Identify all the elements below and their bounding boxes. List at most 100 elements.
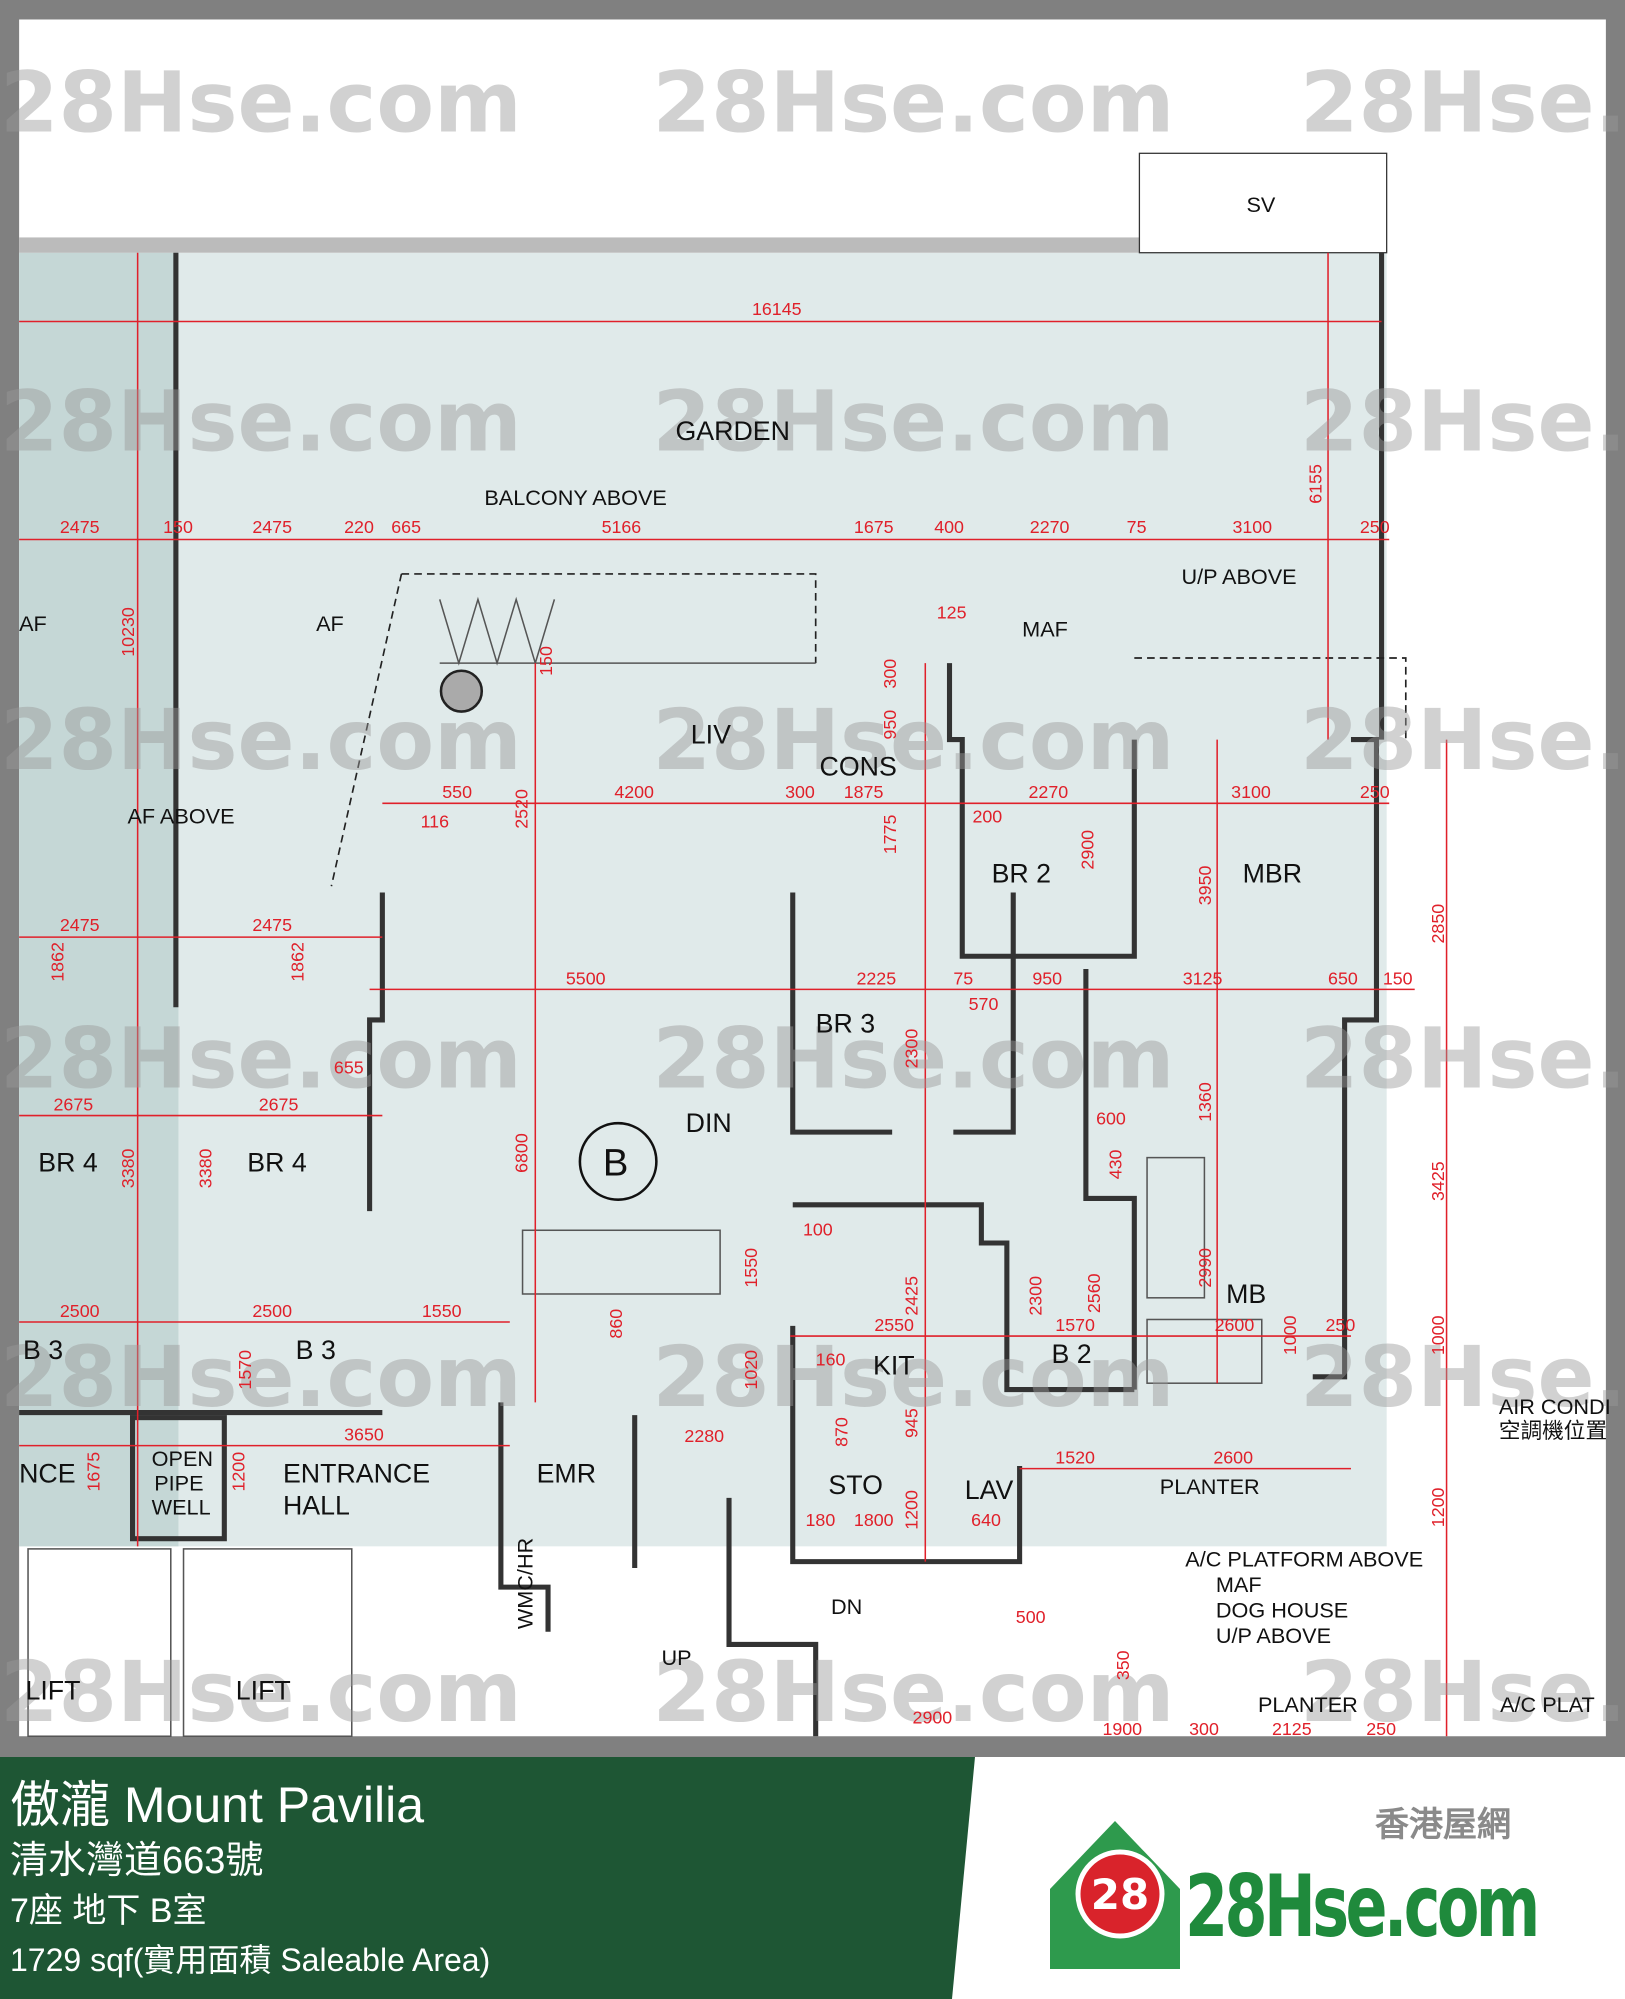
floor-plan: 28Hse.com 28Hse.com 28Hse.com 28Hse.com … — [0, 19, 1625, 1741]
label-air-cond-zh: 空調機位置 — [1499, 1418, 1607, 1443]
label-lift: LIFT — [25, 1675, 80, 1705]
dimension-label: 250 — [1360, 517, 1390, 537]
label-dn: DN — [831, 1594, 862, 1619]
dimension-label: 3425 — [1428, 1161, 1448, 1201]
dimension-label: 400 — [934, 517, 964, 537]
label-af: AF — [19, 611, 47, 636]
label-sv: SV — [1246, 192, 1275, 217]
dimension-label: 2900 — [1078, 830, 1098, 870]
label-entrance-hall: ENTRANCE — [283, 1459, 430, 1489]
watermarks: 28Hse.com 28Hse.com 28Hse.com 28Hse.com … — [0, 54, 1625, 1741]
plan-label: WELL — [152, 1494, 211, 1519]
dimension-label: 2125 — [1272, 1719, 1312, 1739]
label-ac-plat: A/C PLAT — [1500, 1692, 1595, 1717]
listing-banner: 傲瀧 Mount Pavilia 清水灣道663號 7座 地下 B室 1729 … — [0, 1757, 1625, 1999]
dimension-label: 1775 — [880, 815, 900, 855]
dimension-label: 2500 — [60, 1301, 100, 1321]
dimension-label: 570 — [969, 994, 999, 1014]
dimension-label: 10230 — [118, 607, 138, 657]
dimension-label: 125 — [937, 603, 967, 623]
28hse-logo[interactable]: 香港屋網 28 28Hse.com — [1040, 1797, 1540, 1977]
label-lift: LIFT — [236, 1675, 291, 1705]
plan-label: PIPE — [154, 1470, 203, 1495]
watermark-text: 28Hse.com — [653, 1643, 1175, 1741]
label-up-above: U/P ABOVE — [1181, 564, 1296, 589]
dimension-label: 5166 — [602, 517, 642, 537]
dimension-label: 1520 — [1055, 1448, 1095, 1468]
dimension-label: 2520 — [512, 789, 532, 829]
label-mb: MB — [1226, 1279, 1266, 1309]
dimension-label: 1675 — [854, 517, 894, 537]
dimension-label: 2600 — [1215, 1315, 1255, 1335]
dimension-label: 3100 — [1231, 782, 1271, 802]
label-planter: PLANTER — [1160, 1474, 1260, 1499]
dimension-label: 1550 — [741, 1248, 761, 1288]
watermark-text: 28Hse.com — [0, 1010, 522, 1108]
label-entrance-partial: NCE — [19, 1459, 75, 1489]
dimension-label: 2270 — [1029, 782, 1069, 802]
dimension-label: 250 — [1325, 1315, 1355, 1335]
dimension-label: 150 — [1383, 968, 1413, 988]
dimension-label: 2270 — [1030, 517, 1070, 537]
dimension-label: 150 — [163, 517, 193, 537]
dimension-label: 600 — [1096, 1108, 1126, 1128]
dimension-label: 250 — [1366, 1719, 1396, 1739]
watermark-text: 28Hse.com — [1300, 1328, 1625, 1426]
dimension-label: 1020 — [741, 1350, 761, 1390]
unit-marker — [578, 1121, 658, 1201]
label-lav: LAV — [965, 1475, 1014, 1505]
sv-box — [1138, 152, 1388, 254]
property-address: 清水灣道663號 — [10, 1840, 264, 1882]
dimension-label: 3100 — [1232, 517, 1272, 537]
dimension-label: 200 — [972, 806, 1002, 826]
watermark-text: 28Hse.com — [1300, 1010, 1625, 1108]
dimension-label: 950 — [880, 710, 900, 740]
label-b3: B 3 — [23, 1335, 63, 1365]
label-b3: B 3 — [296, 1335, 336, 1365]
watermark-text: 28Hse.com — [653, 1328, 1175, 1426]
label-unit: B — [603, 1141, 629, 1184]
dimension-labels: 16145 2475 150 2475 220 665 5166 1675 40… — [48, 299, 1448, 1739]
dimension-label: 870 — [832, 1417, 852, 1447]
dimension-label: 180 — [805, 1510, 835, 1530]
watermark-text: 28Hse.com — [1300, 691, 1625, 789]
dimension-label: 2475 — [60, 517, 100, 537]
dimension-label: 1675 — [83, 1452, 103, 1492]
watermark-text: 28Hse.com — [653, 54, 1175, 152]
dimension-label: 150 — [536, 646, 556, 676]
dimension-label: 860 — [606, 1309, 626, 1339]
dimension-label: 300 — [880, 659, 900, 689]
dimension-label: 4200 — [614, 782, 654, 802]
plan-label: 28 — [1091, 1870, 1149, 1919]
label-br4: BR 4 — [38, 1148, 98, 1178]
dimension-label: 3650 — [344, 1425, 384, 1445]
dimension-label: 945 — [902, 1408, 922, 1438]
logo-zh-text: 香港屋網 — [1375, 1806, 1511, 1844]
label-planter: PLANTER — [1258, 1692, 1358, 1717]
watermark-text: 28Hse.com — [1300, 54, 1625, 152]
dimension-label: 2425 — [902, 1276, 922, 1316]
dimension-label: 2560 — [1084, 1273, 1104, 1313]
label-garden: GARDEN — [675, 416, 789, 446]
label-din: DIN — [686, 1108, 732, 1138]
dimension-label: 1550 — [422, 1301, 462, 1321]
dimension-label: 1570 — [235, 1350, 255, 1390]
dimension-label: 430 — [1106, 1149, 1126, 1179]
label-cons: CONS — [820, 751, 897, 781]
dimension-label: 1000 — [1280, 1315, 1300, 1355]
dimension-label: 1800 — [854, 1510, 894, 1530]
dimension-label: 75 — [1127, 517, 1147, 537]
label-b2: B 2 — [1051, 1339, 1091, 1369]
dimension-label: 1862 — [287, 942, 307, 982]
dimension-label: 300 — [785, 782, 815, 802]
logo-text: 28Hse.com — [1185, 1857, 1540, 1957]
dimension-label: 640 — [971, 1510, 1001, 1530]
dimension-label: 1000 — [1428, 1315, 1448, 1355]
label-wmc-hr: WMC/HR — [513, 1538, 538, 1629]
property-area: 1729 sqf(實用面積 Saleable Area) — [10, 1942, 491, 1978]
dimension-label: 550 — [442, 782, 472, 802]
dimension-label: 300 — [1189, 1719, 1219, 1739]
label-ac-platform-above: A/C PLATFORM ABOVE — [1185, 1547, 1423, 1572]
dimension-label: 5500 — [566, 968, 606, 988]
watermark-text: 28Hse.com — [0, 54, 522, 152]
